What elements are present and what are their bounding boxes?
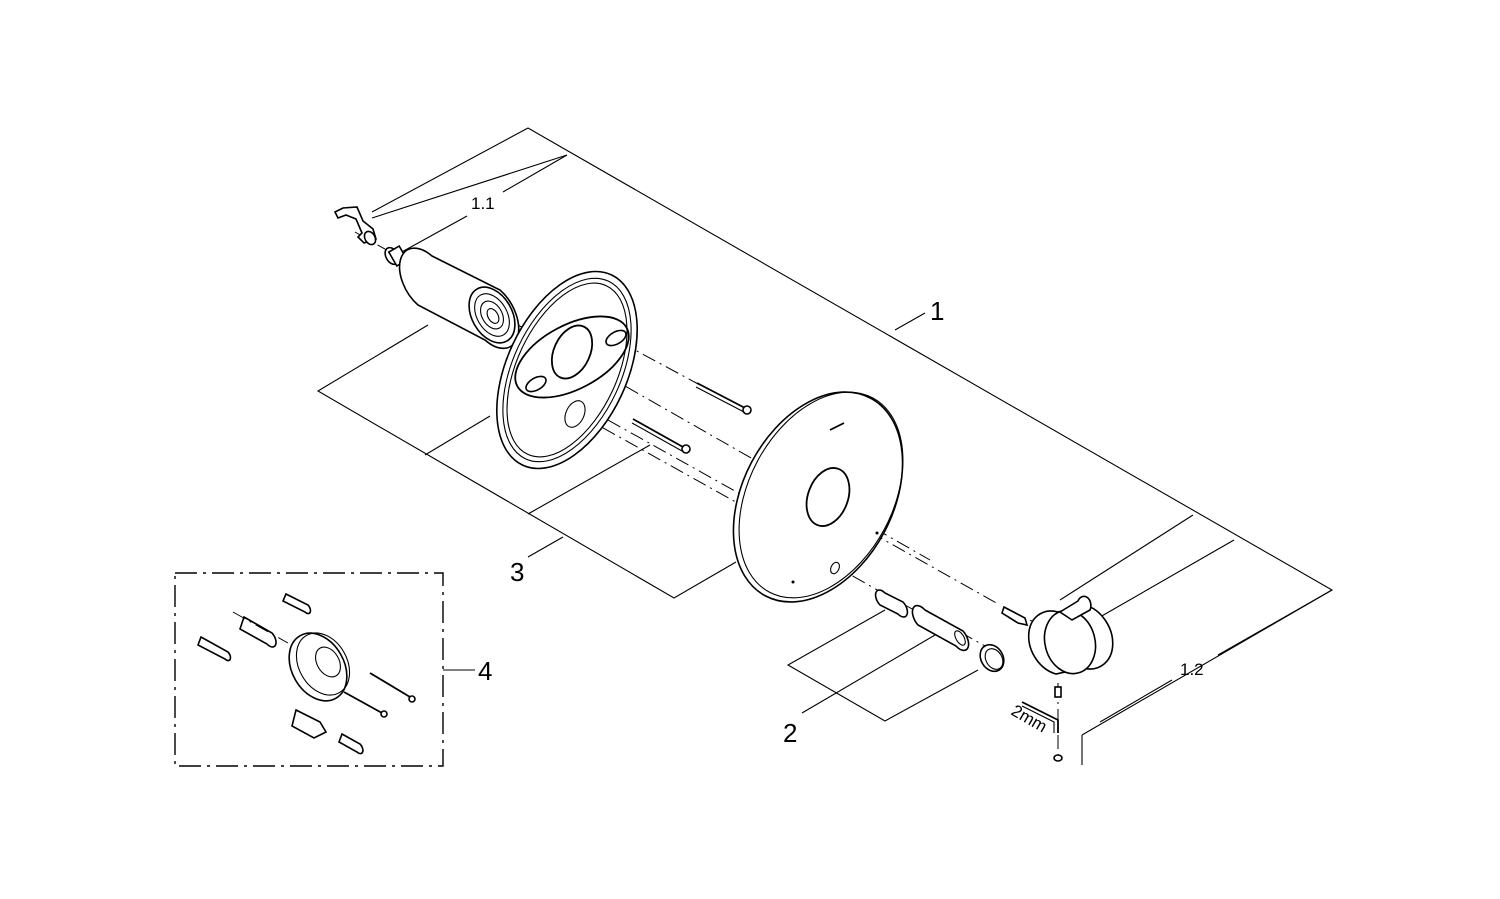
kit-4-frame (174, 572, 475, 767)
callout-label-1-1: 1.1 (471, 194, 495, 213)
screw-cap-part (1053, 754, 1063, 762)
escutcheon-plate-part (732, 391, 904, 603)
lever-stop-part (333, 206, 377, 246)
bracket-3 (316, 324, 737, 599)
bracket-1 (371, 127, 1334, 765)
callout-label-1-2: 1.2 (1180, 660, 1204, 679)
callout-label-2: 2 (783, 718, 797, 748)
extension-pipe-part (911, 604, 970, 652)
spindle-part (1001, 605, 1029, 627)
callout-label-3: 3 (510, 557, 524, 587)
bracket-1-2 (1059, 514, 1333, 723)
kit-4-parts (197, 592, 416, 755)
sleeve-part (874, 589, 909, 618)
screw-lower-part (631, 418, 691, 454)
mounting-plate-part (496, 270, 638, 470)
grub-screw-part (1054, 686, 1062, 698)
handle-knob-part (1027, 595, 1114, 675)
bracket-1-1 (371, 154, 568, 254)
hex-key-icon (1021, 701, 1059, 733)
callout-label-1: 1 (930, 296, 944, 326)
bracket-2 (786, 609, 979, 722)
cap-button-part (979, 643, 1005, 673)
screw-upper-part (695, 382, 752, 415)
callout-label-4: 4 (478, 656, 492, 686)
cartridge-part (398, 247, 520, 350)
